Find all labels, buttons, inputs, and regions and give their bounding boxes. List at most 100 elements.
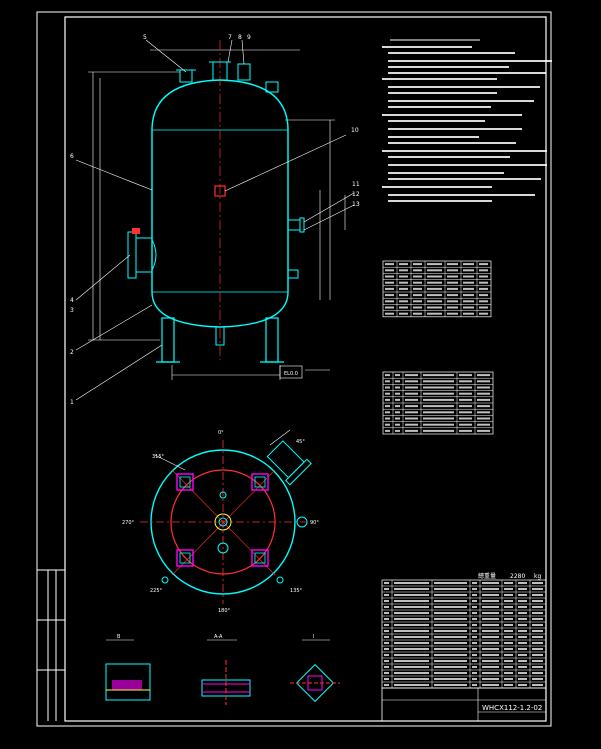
requirement-line [388, 52, 515, 54]
requirement-line [388, 172, 504, 174]
table-cell [504, 678, 513, 680]
table-cell [405, 429, 418, 432]
table-cell [518, 678, 527, 680]
table-cell [427, 312, 442, 315]
table-cell [472, 678, 477, 680]
table-cell [394, 606, 429, 608]
detail-i: I [290, 634, 340, 703]
callout-1: 1 [70, 399, 74, 406]
table-cell [385, 269, 394, 272]
table-cell [394, 630, 429, 632]
table-cell [413, 294, 422, 297]
table-cell [427, 287, 442, 290]
table-cell [384, 660, 389, 662]
table-cell [384, 654, 389, 656]
angle-0: 0° [218, 430, 224, 436]
table-cell [532, 594, 543, 596]
table-cell [413, 269, 422, 272]
total-weight-value: 2280 [510, 573, 525, 580]
angle-270: 270° [122, 520, 135, 526]
angle-90: 90° [310, 520, 319, 526]
table-cell [504, 666, 513, 668]
table-cell [504, 660, 513, 662]
table-cell [532, 618, 543, 620]
table-cell [477, 398, 490, 401]
table-cell [385, 429, 390, 432]
table-cell [395, 423, 400, 426]
requirement-line [382, 114, 522, 116]
table-cell [532, 666, 543, 668]
table-cell [427, 306, 442, 309]
table-cell [394, 624, 429, 626]
table-cell [385, 374, 390, 377]
table-cell [477, 392, 490, 395]
table-cell [482, 618, 499, 620]
table-cell [423, 398, 454, 401]
table-cell [434, 612, 467, 614]
table-cell [423, 374, 454, 377]
table-cell [405, 405, 418, 408]
table-cell [394, 618, 429, 620]
table-cell [504, 672, 513, 674]
table-cell [504, 618, 513, 620]
table-cell [384, 666, 389, 668]
callout-3: 3 [70, 307, 74, 314]
table-cell [423, 411, 454, 414]
requirement-line [382, 150, 547, 152]
table-cell [385, 263, 394, 266]
table-cell [532, 606, 543, 608]
table-cell [518, 660, 527, 662]
table-cell [394, 612, 429, 614]
table-cell [477, 405, 490, 408]
table-cell [394, 582, 429, 584]
table-cell [479, 312, 488, 315]
table-cell [384, 636, 389, 638]
table-cell [459, 392, 472, 395]
table-cell [504, 648, 513, 650]
table-cell [472, 606, 477, 608]
table-cell [413, 281, 422, 284]
table-cell [459, 405, 472, 408]
table-cell [463, 263, 474, 266]
table-cell [395, 398, 400, 401]
table-cell [472, 594, 477, 596]
table-cell [434, 666, 467, 668]
table-cell [472, 654, 477, 656]
table-cell [477, 417, 490, 420]
table-cell [434, 582, 467, 584]
table-cell [399, 312, 408, 315]
table-cell [394, 660, 429, 662]
table-cell [477, 411, 490, 414]
part-callouts: 5 7 8 9 6 10 11 12 13 4 3 2 1 [70, 34, 360, 406]
callout-10: 10 [351, 127, 359, 134]
table-cell [504, 636, 513, 638]
table-cell [482, 582, 499, 584]
requirement-line [388, 86, 540, 88]
table-cell [434, 606, 467, 608]
table-cell [447, 300, 458, 303]
table-cell [394, 678, 429, 680]
table-cell [385, 392, 390, 395]
table-cell [504, 606, 513, 608]
table-cell [482, 654, 499, 656]
table-cell [482, 594, 499, 596]
table-cell [384, 672, 389, 674]
requirement-line [388, 142, 516, 144]
table-cell [479, 300, 488, 303]
table-cell [504, 594, 513, 596]
table-cell [413, 287, 422, 290]
table-cell [394, 666, 429, 668]
table-cell [413, 275, 422, 278]
table-cell [384, 618, 389, 620]
table-cell [423, 386, 454, 389]
table-cell [482, 660, 499, 662]
table-cell [463, 287, 474, 290]
table-cell [427, 263, 442, 266]
table-cell [518, 612, 527, 614]
table-cell [395, 411, 400, 414]
drawing-number: WHCX112-1.2-02 [482, 704, 542, 712]
detail-views: B A-A I [105, 634, 340, 705]
table-cell [447, 294, 458, 297]
table-cell [384, 600, 389, 602]
